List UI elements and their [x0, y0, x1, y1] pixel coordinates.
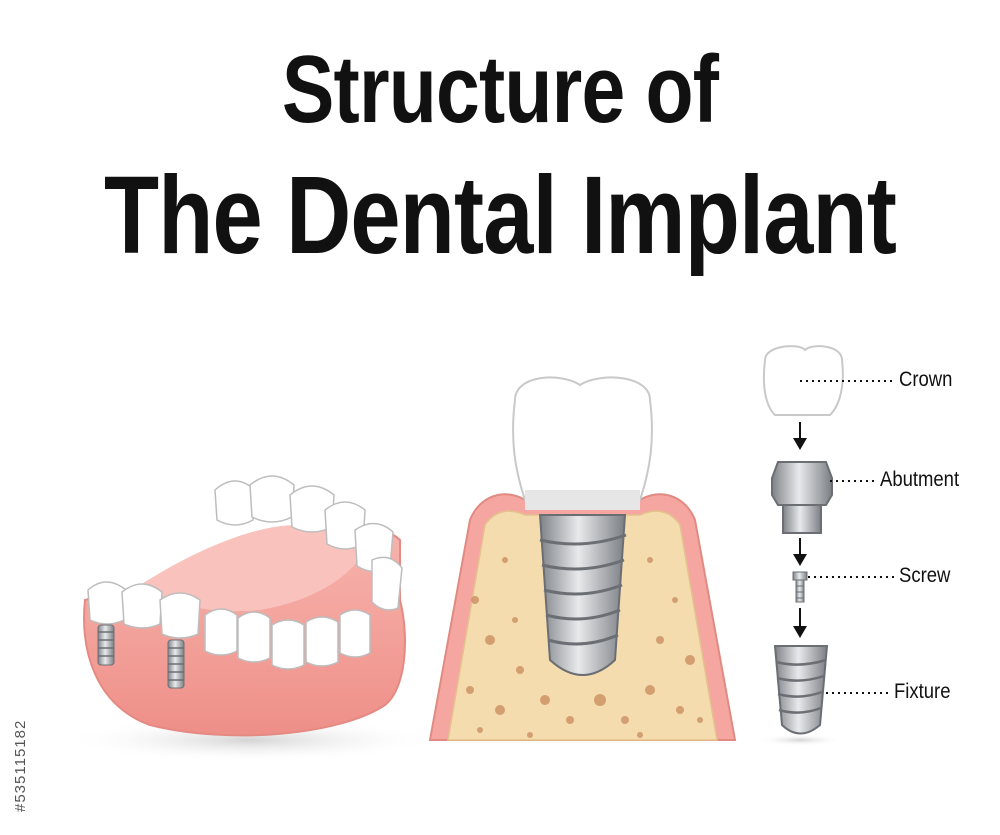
bone-texture: [466, 557, 703, 738]
label-crown: Crown: [899, 368, 953, 391]
label-abutment: Abutment: [880, 468, 960, 491]
jaw-model: [60, 475, 440, 762]
implant-cross-section: [428, 376, 737, 741]
abutment-part: [771, 461, 833, 534]
jaw-implant-posts: [97, 624, 185, 689]
label-screw: Screw: [899, 564, 951, 587]
stock-id: #535115182: [12, 719, 29, 812]
crown-part: [762, 345, 844, 416]
page-title-line-1: Structure of: [281, 36, 719, 143]
label-fixture: Fixture: [894, 680, 951, 703]
page-title-line-2: The Dental Implant: [103, 154, 897, 277]
leader-lines: [800, 380, 896, 694]
exploded-components: [758, 345, 896, 746]
screw-part: [792, 571, 808, 603]
fixture-part: [758, 645, 842, 746]
